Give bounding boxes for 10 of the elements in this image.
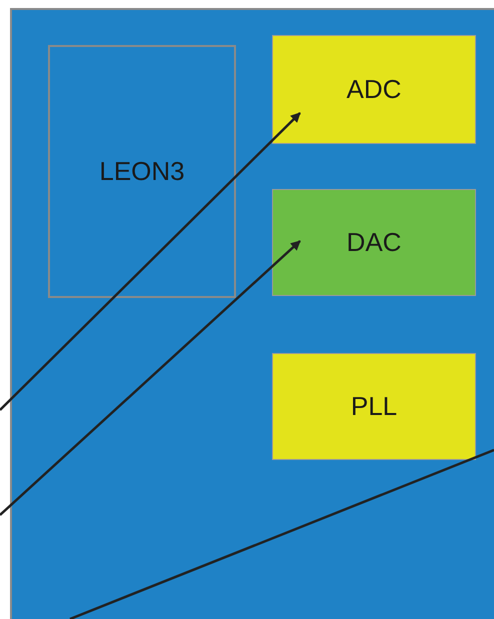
block-label: LEON3 [99,155,185,188]
processor-block [48,45,236,298]
arrow [0,240,301,516]
module-block [272,189,476,296]
block-label: DAC [346,226,402,259]
block-label: PLL [350,390,398,423]
module-block [272,35,476,144]
module-block [272,353,476,460]
arrow [0,112,301,411]
block-label: ADC [346,73,402,106]
